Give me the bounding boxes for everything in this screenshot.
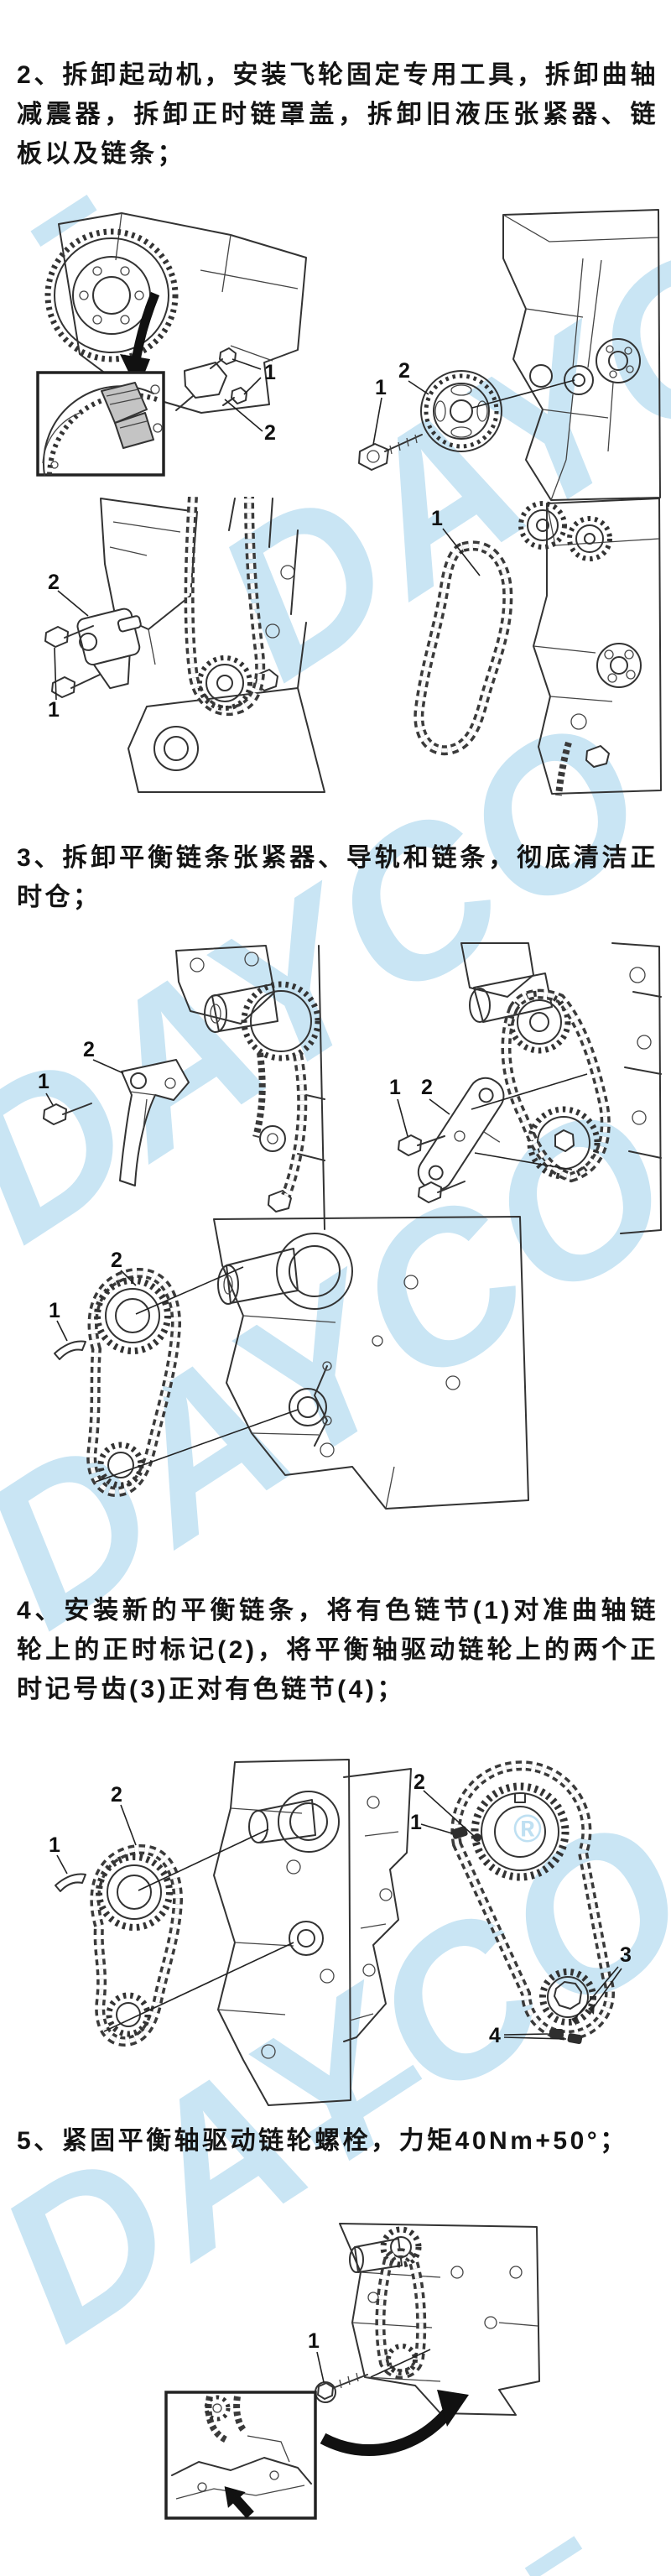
crank-key bbox=[54, 1340, 86, 1360]
callout-1: 1 bbox=[38, 1070, 49, 1093]
figure-timing-chain-removed: 1 bbox=[336, 495, 663, 801]
figure-sprocket-bolt-torque: 1 bbox=[164, 2222, 541, 2572]
callout-2: 2 bbox=[111, 1783, 122, 1807]
figure-hydraulic-tensioner: 2 1 bbox=[21, 496, 327, 799]
balance-sprocket bbox=[539, 1969, 596, 2026]
crank-key bbox=[55, 1873, 86, 1892]
callout-4: 4 bbox=[489, 2024, 501, 2047]
step-5-text: 5、紧固平衡轴驱动链轮螺栓，力矩40Nm+50°； bbox=[17, 2127, 628, 2155]
callouts: 1 2 bbox=[224, 358, 276, 445]
inset-arrow bbox=[224, 2486, 254, 2519]
chain-and-sprocket bbox=[90, 1828, 294, 2047]
callouts: 1 2 bbox=[38, 1038, 124, 1106]
timing-marks-illustration: 2 1 3 4 bbox=[343, 1760, 632, 2047]
callout-2: 2 bbox=[414, 1770, 425, 1794]
sprocket-bolt bbox=[315, 2349, 431, 2403]
timing-mark-links bbox=[451, 1826, 595, 2044]
sprockets-and-chain bbox=[501, 988, 611, 1183]
callout-2: 2 bbox=[83, 1038, 95, 1061]
chain-loop bbox=[450, 1760, 615, 2041]
callout-3: 3 bbox=[620, 1943, 632, 1967]
figure-flywheel-lock-tool: 1 2 bbox=[21, 211, 323, 493]
callouts: 2 1 bbox=[48, 571, 89, 722]
timing-chain-illustration: 1 bbox=[414, 498, 662, 796]
tensioner-with-shoe bbox=[119, 1059, 190, 1186]
callout-1: 1 bbox=[264, 361, 276, 384]
guide-bolts bbox=[398, 1134, 466, 1203]
tensioner-bolts bbox=[44, 625, 101, 698]
balance-tensioner-illustration: 1 2 bbox=[38, 945, 325, 1230]
removed-chain-loop bbox=[414, 540, 513, 756]
tensioner-bolt bbox=[43, 1103, 92, 1125]
engine-line-art bbox=[502, 209, 661, 501]
inset-oil-pump bbox=[164, 2391, 317, 2520]
figure-balance-guide: 1 2 bbox=[336, 941, 663, 1239]
callout-2: 2 bbox=[398, 359, 410, 383]
step-2-text: 2、拆卸起动机，安装飞轮固定专用工具，拆卸曲轴减震器，拆卸正时链罩盖，拆卸旧液压… bbox=[17, 61, 658, 168]
sprocket-bolt-illustration: 1 bbox=[164, 2223, 540, 2520]
balance-chain-illustration: 1 2 bbox=[49, 1216, 529, 1510]
engine-line-art bbox=[175, 945, 325, 1230]
callout-2: 2 bbox=[48, 571, 60, 594]
callouts: 1 bbox=[308, 2329, 325, 2383]
callout-1: 1 bbox=[410, 1811, 422, 1834]
guide-plate bbox=[417, 1073, 588, 1192]
torque-arrow bbox=[320, 2390, 469, 2457]
callout-1: 1 bbox=[389, 1076, 401, 1099]
callouts: 2 1 3 4 bbox=[410, 1770, 632, 2047]
chain-and-sprocket bbox=[375, 2226, 427, 2380]
engine-line-art bbox=[339, 2223, 540, 2416]
figure-new-balance-chain: 1 2 bbox=[17, 1758, 352, 2115]
chain-and-sprocket bbox=[86, 1266, 299, 1497]
inset-flywheel-lock bbox=[36, 371, 165, 477]
crank-sprocket bbox=[471, 1782, 570, 1881]
callout-2: 2 bbox=[264, 421, 276, 445]
callout-1: 1 bbox=[49, 1299, 60, 1322]
new-balance-chain-illustration: 1 2 bbox=[49, 1759, 351, 2106]
callout-1: 1 bbox=[308, 2329, 320, 2353]
callouts: 1 2 bbox=[49, 1783, 137, 1875]
step-3-text: 3、拆卸平衡链条张紧器、导轨和链条，彻底清洁正时仓； bbox=[17, 844, 658, 911]
damper-pulley bbox=[420, 370, 575, 452]
figure-timing-marks: 2 1 3 4 bbox=[340, 1752, 663, 2125]
balance-chain-run bbox=[252, 1052, 308, 1198]
chain-tensioner-illustration: 2 1 bbox=[44, 496, 325, 793]
callouts: 1 bbox=[431, 507, 481, 576]
callout-1: 1 bbox=[48, 698, 60, 722]
figure-balance-tensioner: 1 2 bbox=[21, 944, 327, 1238]
callouts: 1 2 bbox=[49, 1249, 137, 1342]
callout-1: 1 bbox=[431, 507, 443, 530]
balance-guide-illustration: 1 2 bbox=[389, 942, 662, 1234]
engine-line-art bbox=[343, 1768, 412, 2042]
engine-line-art bbox=[518, 498, 662, 796]
damper-bolt bbox=[358, 434, 423, 471]
callout-2: 2 bbox=[421, 1076, 433, 1099]
step-4-text: 4、安装新的平衡链条，将有色链节(1)对准曲轴链轮上的正时标记(2)，将平衡轴驱… bbox=[17, 1597, 658, 1703]
callout-2: 2 bbox=[111, 1249, 122, 1272]
tensioner-body bbox=[76, 607, 142, 690]
callouts: 1 2 bbox=[389, 1076, 450, 1137]
flywheel-lock-illustration: 1 2 bbox=[36, 212, 307, 477]
callouts: 1 2 bbox=[372, 359, 429, 446]
callout-1: 1 bbox=[375, 376, 387, 399]
timing-chain-run bbox=[184, 496, 266, 717]
starter-bracket-and-bolts bbox=[175, 347, 247, 411]
callout-1: 1 bbox=[49, 1833, 60, 1857]
crank-damper-illustration: 1 2 bbox=[358, 209, 661, 501]
engine-line-art bbox=[213, 1216, 529, 1510]
engine-line-art bbox=[213, 1759, 351, 2106]
engine-line-art bbox=[44, 212, 307, 414]
engine-line-art bbox=[460, 942, 662, 1234]
figure-crankshaft-damper: 1 2 bbox=[331, 208, 663, 506]
figure-balance-chain: 1 2 bbox=[34, 1215, 537, 1559]
